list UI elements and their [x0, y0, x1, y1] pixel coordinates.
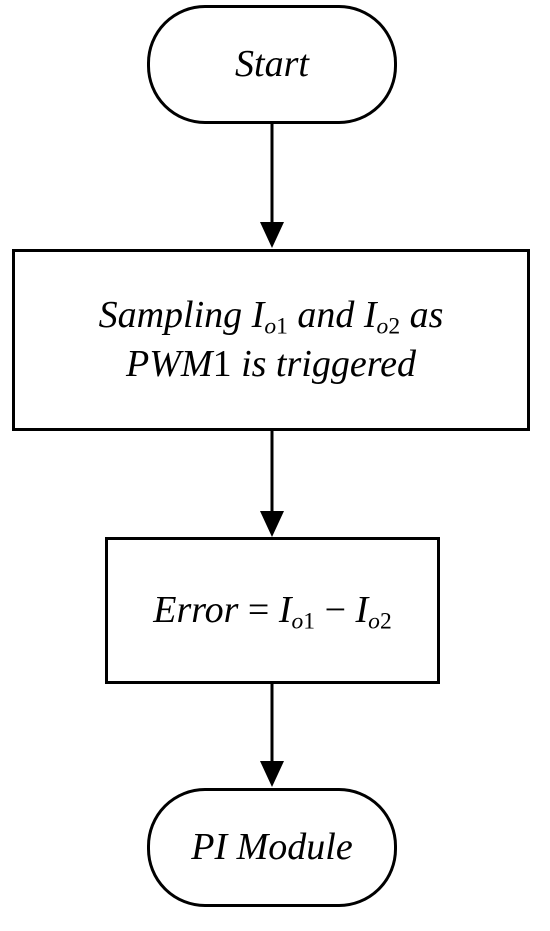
sampling-var2-sub-index: 2	[388, 313, 401, 340]
error-var2-base: I	[355, 588, 369, 631]
sampling-pwm-index: 1	[212, 343, 232, 385]
sampling-var1-sub-index: 1	[276, 313, 288, 340]
sampling-var1-base: I	[251, 293, 265, 336]
sampling-prefix: Sampling	[98, 293, 252, 336]
sampling-line2-suffix: is triggered	[231, 343, 416, 385]
arrow-start-to-sampling	[260, 122, 284, 248]
sampling-pwm-name: PWM	[126, 343, 213, 385]
sampling-var1-sub: o	[264, 313, 277, 340]
pi-module-label: PI Module	[191, 825, 353, 868]
error-var1-sub: o	[291, 608, 304, 635]
error-var1-base: I	[278, 588, 292, 631]
sampling-line1-suffix: as	[400, 293, 444, 336]
start-label: Start	[235, 42, 309, 85]
sampling-process-box: Sampling Io1 and Io2 as PWM1 is triggere…	[12, 249, 530, 431]
error-var2-sub-index: 2	[379, 608, 392, 635]
arrow-sampling-to-error	[260, 430, 284, 537]
error-text: Error = Io1 − Io2	[153, 586, 391, 635]
sampling-var2-base: I	[363, 293, 377, 336]
error-process-box: Error = Io1 − Io2	[105, 537, 440, 684]
sampling-line-1: Sampling Io1 and Io2 as	[99, 291, 444, 340]
arrow-error-to-pi	[260, 683, 284, 787]
error-lhs: Error	[153, 588, 239, 631]
sampling-text: Sampling Io1 and Io2 as PWM1 is triggere…	[99, 291, 444, 390]
error-equals: =	[238, 588, 279, 631]
sampling-line-2: PWM1 is triggered	[99, 340, 444, 389]
error-var2-sub: o	[368, 608, 380, 635]
start-terminal: Start	[147, 5, 397, 124]
error-var1-sub-index: 1	[303, 608, 316, 635]
error-minus: −	[315, 588, 356, 631]
sampling-var2-sub: o	[376, 313, 389, 340]
pi-module-terminal: PI Module	[147, 788, 397, 907]
sampling-middle: and	[287, 293, 364, 336]
